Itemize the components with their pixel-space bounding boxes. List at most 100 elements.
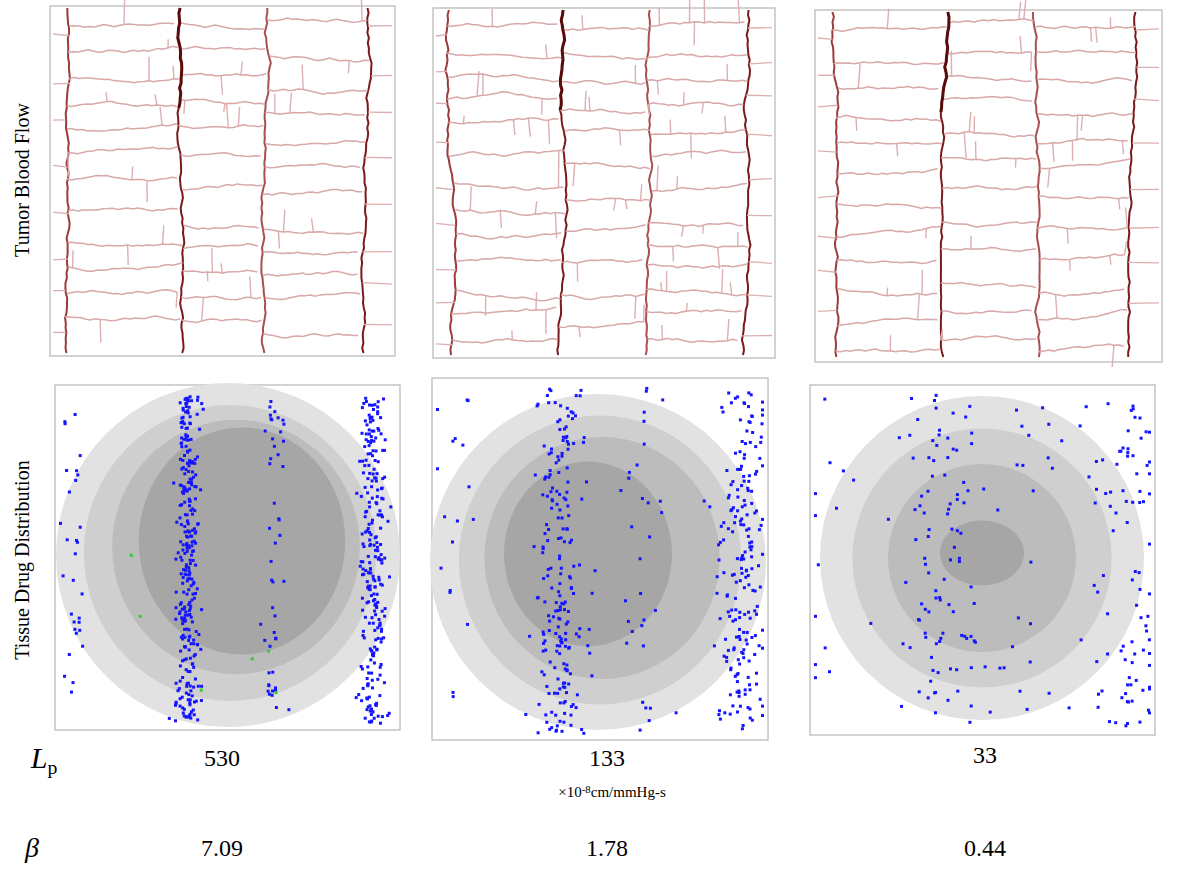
- drug-particle: [545, 721, 548, 724]
- drug-particle: [383, 681, 386, 684]
- drug-particle: [946, 512, 949, 515]
- drug-particle: [361, 609, 364, 612]
- drug-particle: [269, 414, 272, 417]
- parameter-value: 133: [589, 745, 625, 771]
- capillary: [477, 71, 479, 96]
- drug-particle: [949, 502, 952, 505]
- drug-particle: [1131, 661, 1134, 664]
- drug-particle: [1124, 658, 1127, 661]
- drug-particle: [916, 418, 919, 421]
- drug-particle: [1126, 700, 1129, 703]
- drug-particle: [730, 667, 733, 670]
- drug-particle: [730, 401, 733, 404]
- drug-particle: [79, 526, 82, 529]
- drug-particle: [189, 689, 192, 692]
- drug-particle: [186, 435, 189, 438]
- capillary: [747, 215, 772, 216]
- drug-particle: [562, 721, 565, 724]
- drug-particle: [271, 690, 274, 693]
- drug-particle: [557, 459, 560, 462]
- capillary: [68, 152, 69, 177]
- drug-particle: [269, 400, 272, 403]
- capillary: [837, 260, 937, 264]
- drug-particle: [365, 433, 368, 436]
- drug-particle: [563, 540, 566, 543]
- drug-particle: [557, 609, 560, 612]
- drug-particle: [376, 495, 379, 498]
- drug-particle: [189, 713, 192, 716]
- drug-particle: [745, 569, 748, 572]
- drug-particle: [282, 580, 285, 583]
- drug-particle: [372, 622, 375, 625]
- drug-particle: [193, 509, 196, 512]
- drug-particle: [943, 474, 946, 477]
- drug-particle: [996, 509, 999, 512]
- drug-particle: [268, 527, 271, 530]
- drug-particle: [1148, 711, 1151, 714]
- drug-particle: [756, 605, 759, 608]
- drug-particle: [935, 407, 938, 410]
- parameter-symbol-group: β: [25, 834, 39, 862]
- drug-particle: [373, 476, 376, 479]
- capillary: [181, 297, 261, 300]
- drug-particle: [1104, 492, 1107, 495]
- drug-particle: [76, 473, 79, 476]
- capillary: [651, 130, 746, 135]
- drug-particle: [360, 495, 363, 498]
- drug-particle: [932, 669, 935, 672]
- drug-particle: [454, 437, 457, 440]
- capillary: [68, 46, 178, 52]
- drug-particle: [449, 589, 452, 592]
- drug-particle: [190, 642, 193, 645]
- drug-particle: [369, 568, 372, 571]
- drug-particle: [185, 427, 188, 430]
- capillary: [683, 92, 685, 105]
- capillary: [131, 166, 133, 179]
- drug-particle: [1146, 615, 1149, 618]
- drug-particle: [375, 480, 378, 483]
- drug-particle: [937, 671, 940, 674]
- drug-particle: [550, 711, 553, 714]
- drug-particle: [1147, 709, 1150, 712]
- drug-contour: [484, 437, 719, 679]
- drug-particle: [73, 628, 76, 631]
- drug-particle: [1095, 488, 1098, 491]
- capillary: [238, 107, 239, 126]
- drug-particle: [196, 643, 199, 646]
- drug-particle: [722, 521, 725, 524]
- drug-particle: [443, 515, 446, 518]
- capillary: [1136, 29, 1159, 30]
- drug-particle: [743, 586, 746, 589]
- drug-particle: [372, 654, 375, 657]
- capillary: [1096, 27, 1098, 43]
- drug-particle: [361, 597, 364, 600]
- drug-particle: [956, 529, 959, 532]
- drug-particle: [1107, 402, 1110, 405]
- main-vessel: [1128, 12, 1137, 357]
- drug-particle: [761, 629, 764, 632]
- drug-particle: [736, 488, 739, 491]
- drug-particle: [738, 628, 741, 631]
- drug-particle: [725, 656, 728, 659]
- drug-particle: [466, 399, 469, 402]
- drug-particle: [1126, 722, 1129, 725]
- capillary: [1037, 78, 1132, 83]
- capillary: [584, 91, 586, 111]
- capillary: [178, 125, 263, 129]
- drug-particle: [182, 591, 185, 594]
- drug-particle: [727, 649, 730, 652]
- drug-particle: [1094, 502, 1097, 505]
- drug-particle: [968, 721, 971, 724]
- drug-particle: [566, 466, 569, 469]
- drug-particle: [562, 662, 565, 665]
- drug-particle: [1146, 464, 1149, 467]
- drug-particle: [557, 678, 560, 681]
- drug-particle: [556, 503, 559, 506]
- drug-particle: [984, 665, 987, 668]
- drug-particle: [374, 585, 377, 588]
- capillary: [1024, 0, 1026, 19]
- capillary: [53, 83, 70, 85]
- drug-particle: [968, 405, 971, 408]
- drug-particle: [570, 539, 573, 542]
- drug-particle: [551, 498, 554, 501]
